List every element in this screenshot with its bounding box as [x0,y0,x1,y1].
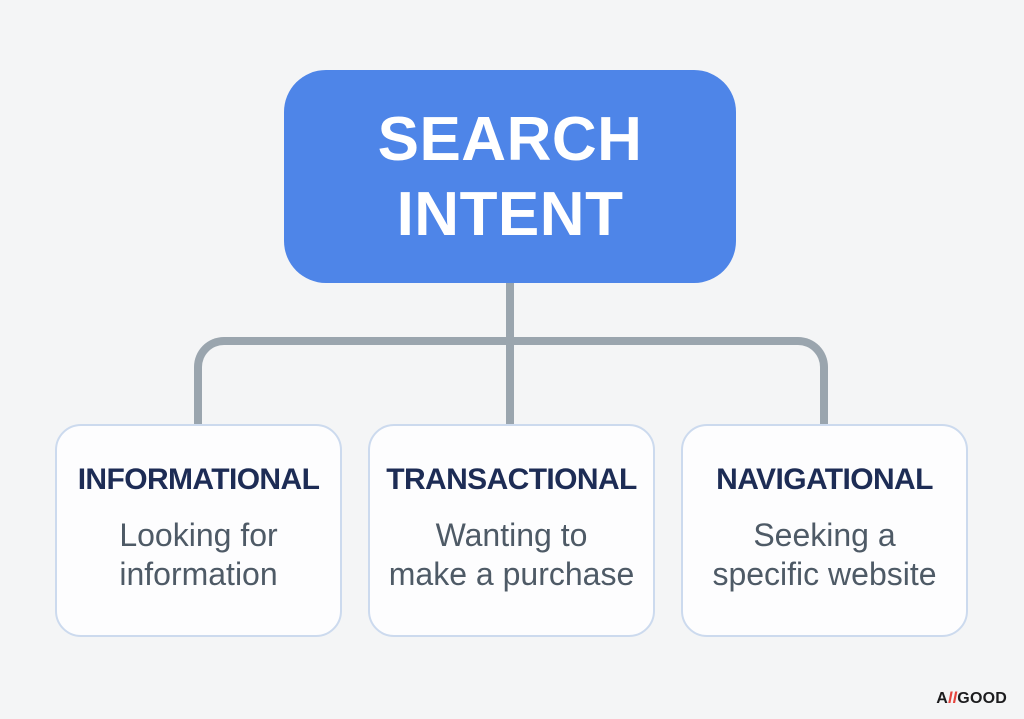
logo-accent-ll: ll [948,690,958,707]
card-title: NAVIGATIONAL [716,463,933,496]
root-title-line1: SEARCH [377,104,643,174]
logo-text-good: GOOD [957,690,1007,707]
card-title: INFORMATIONAL [77,463,320,496]
card-description-line2: information [119,556,278,592]
root-node-search-intent: SEARCH INTENT [284,70,736,283]
card-description-line1: Wanting to [435,517,588,553]
card-description: Seeking a specific website [683,516,966,594]
card-description-line2: specific website [712,556,937,592]
card-title: TRANSACTIONAL [386,463,637,496]
intent-card-informational: INFORMATIONAL Looking for information [55,424,342,637]
connector-stem [506,283,514,425]
connector-branches [194,337,828,425]
card-description: Looking for information [57,516,340,594]
intent-card-navigational: NAVIGATIONAL Seeking a specific website [681,424,968,637]
card-description: Wanting to make a purchase [370,516,653,594]
root-title-line2: INTENT [396,179,624,249]
logo-text-a: A [936,690,948,707]
intent-card-transactional: TRANSACTIONAL Wanting to make a purchase [368,424,655,637]
card-description-line1: Looking for [119,517,278,553]
allgood-logo: AllGOOD [936,690,1007,708]
card-description-line1: Seeking a [753,517,896,553]
card-description-line2: make a purchase [388,556,635,592]
